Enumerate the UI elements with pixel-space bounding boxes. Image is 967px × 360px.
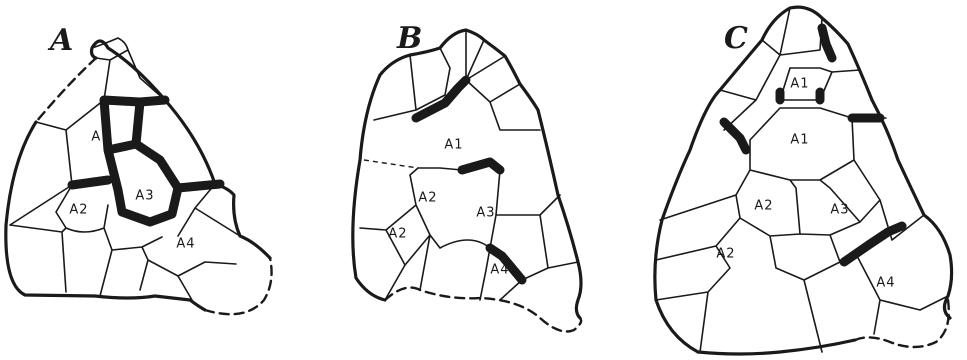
panel-b-dashed-edge (385, 288, 581, 332)
panel-c-plate-a1: A1 (790, 133, 809, 148)
panel-c-bottom-edge (698, 340, 855, 354)
panel-a-plate-a1: A1 (91, 130, 110, 145)
panel-b-letter: B (396, 21, 422, 56)
panel-a-plate-a3: A3 (135, 189, 154, 204)
panel-b-plate-a2: A2 (418, 191, 437, 206)
panel-c-plate-a4: A4 (876, 276, 895, 291)
panel-c-letter: C (724, 21, 748, 56)
panel-b-dashed-suture (364, 160, 418, 168)
panel-b-thick-sutures (416, 80, 522, 280)
panel-c-plate-a2: A2 (754, 199, 773, 214)
panel-b: B A1 A2 A2 A3 A4 (353, 21, 581, 332)
panel-a-plate-a2: A2 (69, 203, 88, 218)
panel-b-outline (353, 30, 581, 318)
panel-b-plate-a1: A1 (444, 138, 463, 153)
panel-a-outline (6, 41, 270, 310)
panel-c-plate-a2-left: A2 (716, 247, 735, 262)
panel-c-plate-a1-small: A1 (790, 77, 809, 92)
panel-b-plate-a4: A4 (490, 263, 509, 278)
panel-b-plate-a3: A3 (476, 206, 495, 221)
panel-c-plate-a3: A3 (830, 203, 849, 218)
panel-a: A A1 A2 A3 A4 (6, 23, 272, 314)
panel-c-dashed-edge (855, 300, 949, 347)
panel-c: C A1 A1 A2 A2 A3 A4 (655, 7, 952, 354)
panel-a-letter: A (47, 23, 73, 58)
panel-b-plate-a2-left: A2 (388, 227, 407, 242)
panel-a-plate-a4: A4 (176, 237, 195, 252)
panel-a-sutures (10, 38, 240, 300)
panel-c-sutures (656, 8, 948, 352)
